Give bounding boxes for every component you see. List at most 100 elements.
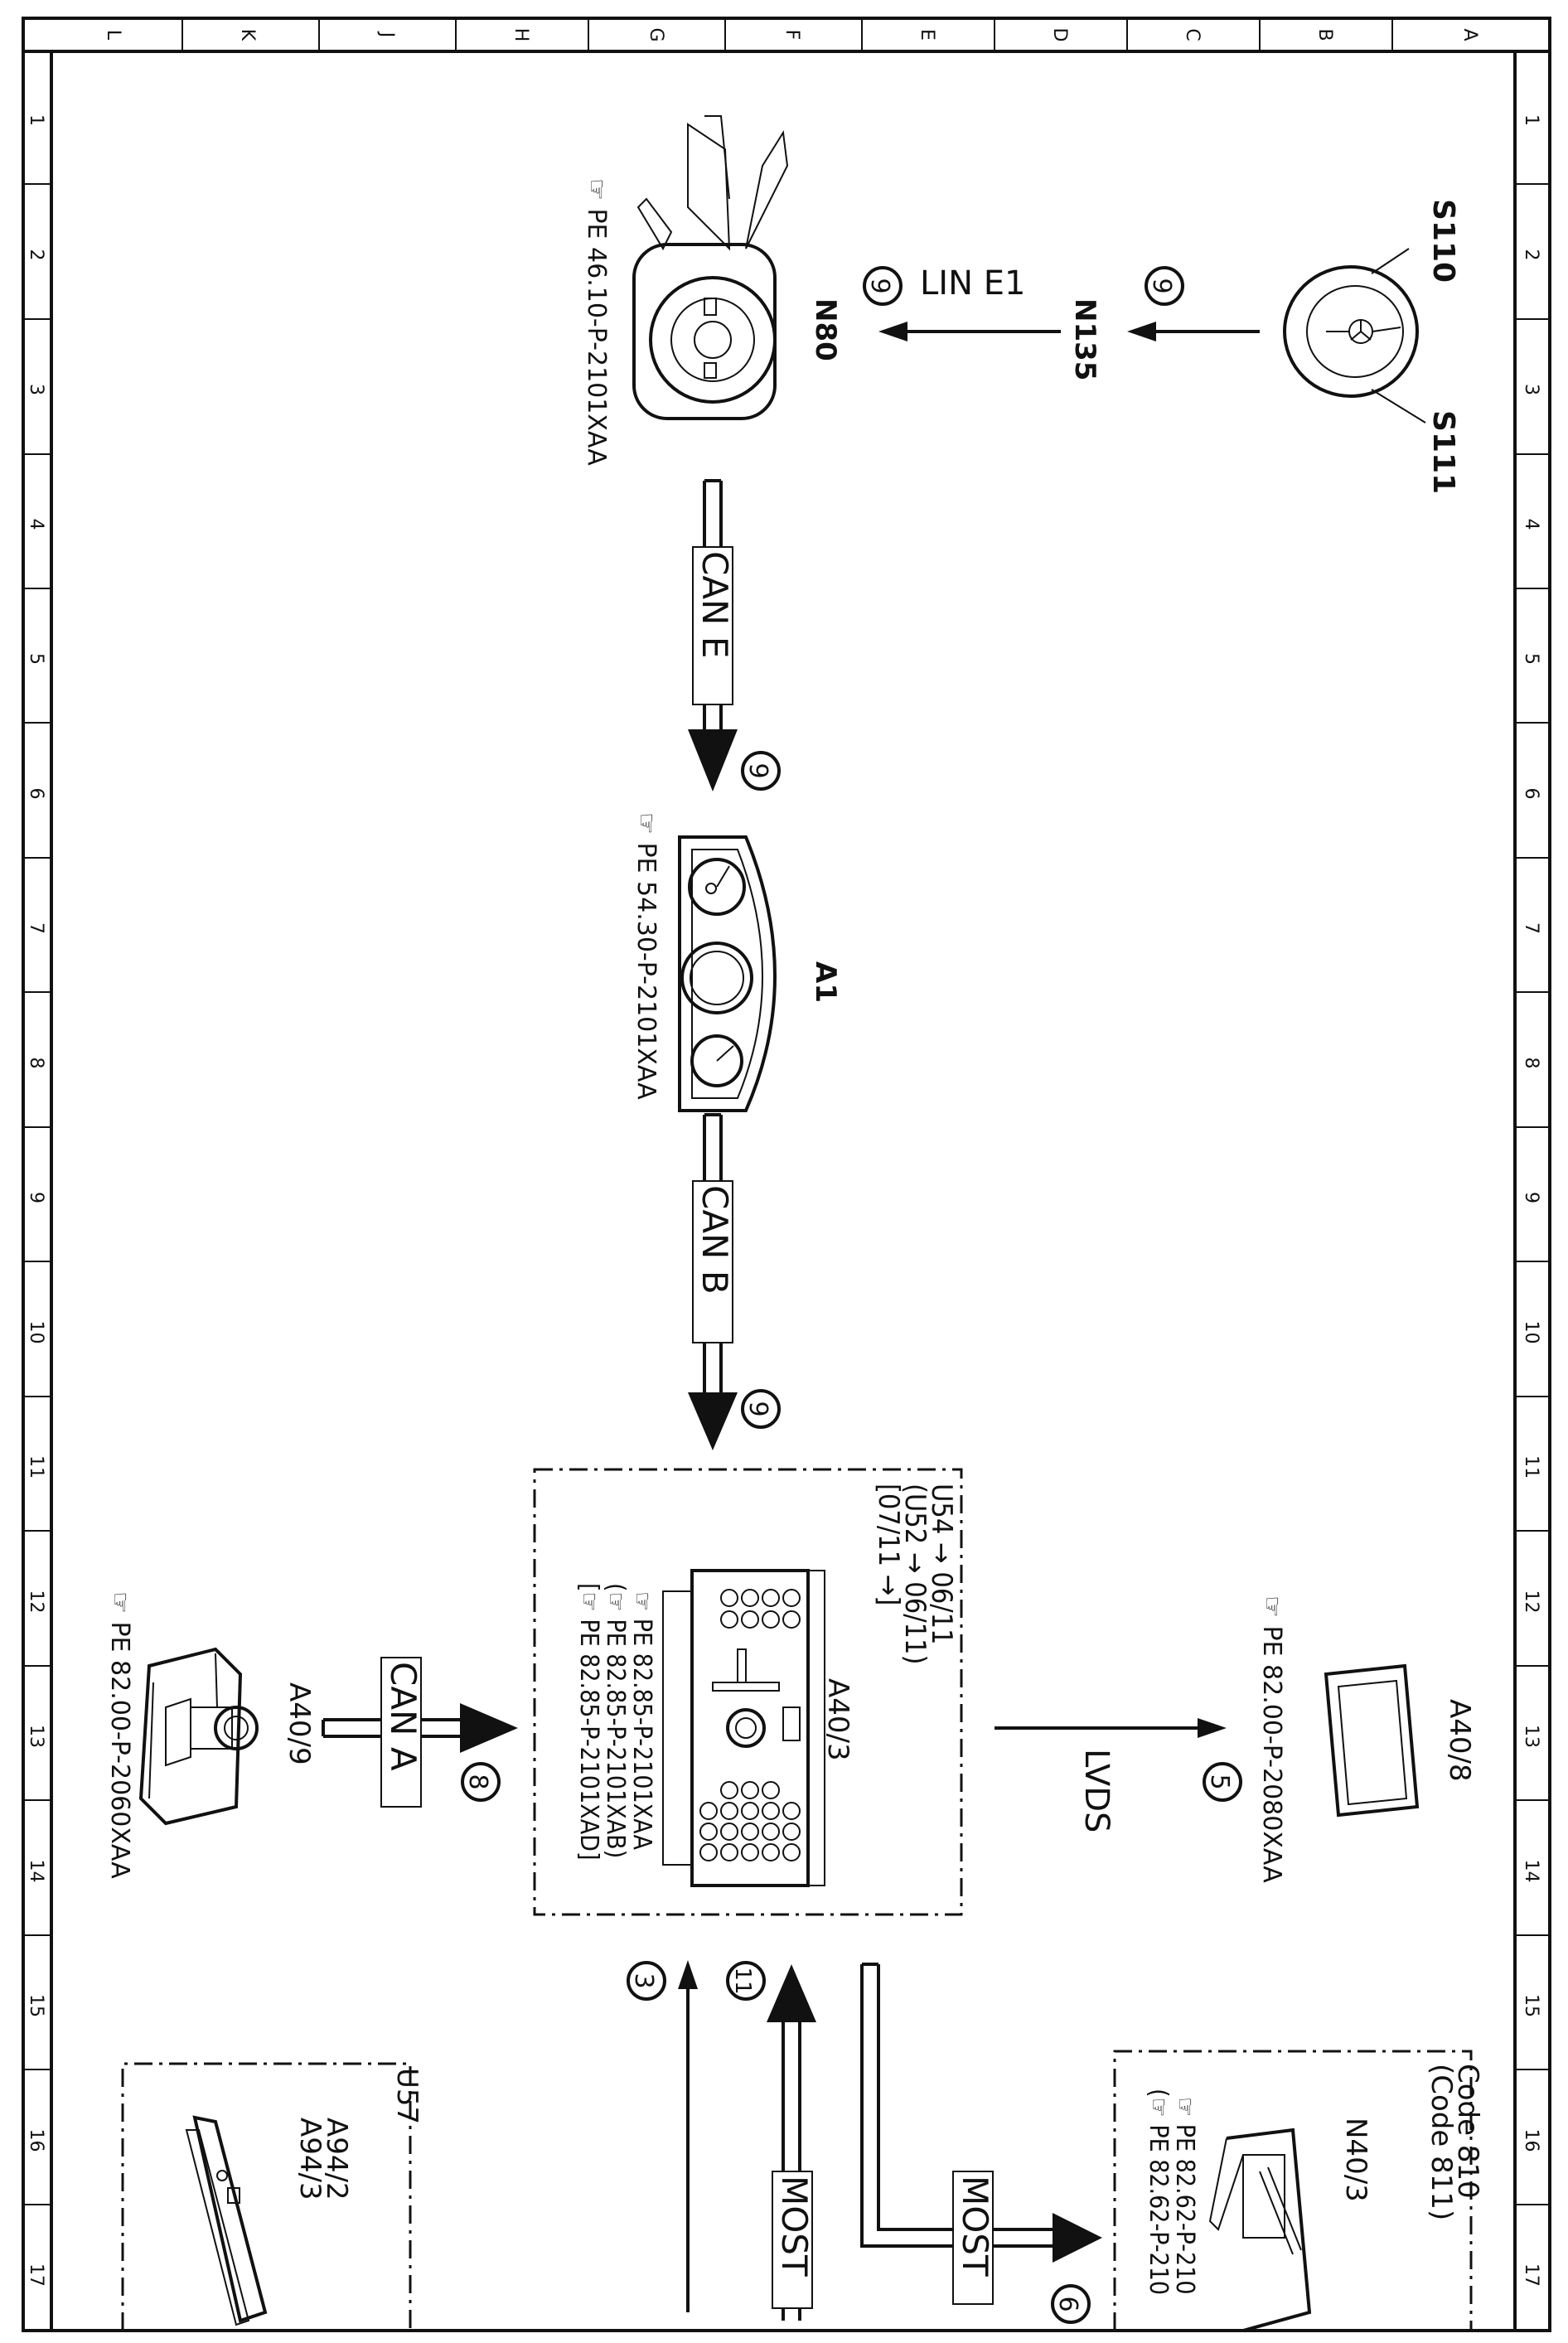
label-a40-9: A40/9 — [283, 1682, 316, 1765]
note-u52: (U52 → 06/11) — [898, 1484, 932, 1664]
row-label: 2 — [1521, 249, 1541, 261]
bus-can-a: CAN A — [383, 1662, 423, 1771]
row-label: 11 — [1521, 1455, 1541, 1479]
row-label: 14 — [1521, 1860, 1541, 1883]
antenna-module-icon — [185, 2115, 268, 2326]
row-label: 5 — [1521, 653, 1541, 665]
circled-number: 11 — [730, 1967, 755, 1994]
outer-frame — [22, 17, 1551, 2332]
row-label: 4 — [26, 519, 46, 530]
row-label: 7 — [1521, 922, 1541, 934]
column-label: B — [1314, 28, 1335, 41]
ref-a40-8: ☞ PE 82.00-P-2080XAA — [1257, 1595, 1286, 1883]
row-label: 17 — [1521, 2263, 1541, 2287]
head-unit-icon — [662, 1569, 825, 1887]
ref-a40-3-2: (☞ PE 82.85-P-2101XAB) — [601, 1583, 630, 1858]
row-label: 16 — [1521, 2129, 1541, 2152]
circled-number: 5 — [1205, 1774, 1234, 1789]
row-label: 10 — [26, 1321, 46, 1344]
row-label: 12 — [26, 1590, 46, 1614]
label-a40-3: A40/3 — [821, 1678, 854, 1761]
label-a40-8: A40/8 — [1443, 1699, 1476, 1782]
instrument-cluster-icon — [678, 835, 777, 1112]
label-a94-2: A94/2 — [320, 2118, 353, 2200]
ref-n80: ☞ PE 46.10-P-2101XAA — [582, 178, 611, 466]
bus-most-b: MOST — [955, 2176, 995, 2277]
row-label: 11 — [26, 1455, 46, 1479]
row-label: 12 — [1521, 1590, 1541, 1614]
row-label: 13 — [26, 1725, 46, 1748]
bus-most-a: MOST — [774, 2176, 815, 2277]
steering-column-module-icon — [632, 115, 789, 420]
row-label: 3 — [26, 384, 46, 395]
row-label: 7 — [26, 922, 46, 934]
column-label: D — [1049, 28, 1070, 42]
note-u54: U54 → 06/11 — [925, 1484, 958, 1645]
note-u57: U57 — [390, 2068, 423, 2124]
a40-3-box — [533, 1468, 963, 1916]
label-s111: S111 — [1426, 410, 1460, 494]
column-label: K — [237, 29, 258, 41]
camera-module-icon — [138, 1647, 259, 1826]
label-a1: A1 — [809, 961, 842, 1003]
column-label: L — [103, 30, 123, 41]
label-n135: N135 — [1068, 298, 1101, 380]
n40-3-box — [1113, 2050, 1473, 2331]
row-label: 6 — [26, 788, 46, 800]
row-label: 2 — [26, 249, 46, 261]
row-label: 14 — [26, 1860, 46, 1883]
row-label: 17 — [26, 2263, 46, 2287]
row-label: 4 — [1521, 519, 1541, 530]
column-label: A — [1459, 28, 1480, 41]
row-label: 8 — [1521, 1058, 1541, 1069]
label-n80: N80 — [809, 298, 842, 361]
label-n40-3: N40/3 — [1339, 2118, 1372, 2202]
row-label: 1 — [1521, 114, 1541, 126]
column-label: C — [1182, 28, 1203, 41]
column-label: F — [782, 30, 802, 41]
row-label: 5 — [26, 653, 46, 665]
row-label: 1 — [26, 114, 46, 126]
row-label: 13 — [1521, 1725, 1541, 1748]
ref-a40-3-3: [☞ PE 82.85-P-2101XAD] — [574, 1583, 603, 1861]
row-label: 9 — [1521, 1192, 1541, 1203]
row-label: 9 — [26, 1192, 46, 1203]
circled-number: 6 — [1053, 2296, 1082, 2312]
u57-box — [121, 2062, 412, 2331]
row-label: 15 — [1521, 1994, 1541, 2017]
column-label: J — [376, 31, 397, 38]
note-code810: Code 810 — [1451, 2064, 1484, 2199]
bus-lin-e1: LIN E1 — [920, 264, 1025, 303]
amplifier-icon — [1208, 2128, 1312, 2332]
bus-can-e: CAN E — [694, 551, 735, 658]
circled-number: 8 — [463, 1774, 492, 1789]
circled-number: 9 — [865, 278, 894, 293]
display-icon — [1324, 1663, 1420, 1818]
column-label: E — [917, 29, 937, 41]
row-label: 6 — [1521, 788, 1541, 800]
circled-number: 9 — [743, 762, 772, 778]
column-label: G — [646, 27, 666, 41]
circled-number: 9 — [743, 1401, 772, 1416]
ref-a40-3-1: ☞ PE 82.85-P-2101XAA — [627, 1591, 656, 1850]
note-date: [07/11 →] — [872, 1484, 905, 1605]
row-label: 8 — [26, 1058, 46, 1069]
steering-wheel-icon — [1283, 248, 1426, 424]
row-label: 15 — [26, 1994, 46, 2017]
bus-lvds: LVDS — [1077, 1749, 1116, 1832]
ref-n40-3-2: (☞ PE 82.62-P-210 — [1144, 2089, 1173, 2295]
head-unit-buttons — [699, 1589, 801, 1861]
circled-number: 3 — [629, 1973, 658, 1988]
row-label: 16 — [26, 2129, 46, 2152]
bus-can-b: CAN B — [694, 1185, 735, 1295]
label-a94-3: A94/3 — [293, 2118, 327, 2200]
ref-n40-3-1: ☞ PE 82.62-P-210 — [1170, 2097, 1199, 2295]
label-s110: S110 — [1426, 199, 1460, 283]
column-label: H — [511, 28, 531, 42]
circled-number: 9 — [1147, 278, 1176, 293]
row-label: 10 — [1521, 1321, 1541, 1344]
ref-a1: ☞ PE 54.30-P-2101XAA — [632, 812, 661, 1100]
note-code811: (Code 811) — [1425, 2064, 1458, 2220]
row-label: 3 — [1521, 384, 1541, 395]
